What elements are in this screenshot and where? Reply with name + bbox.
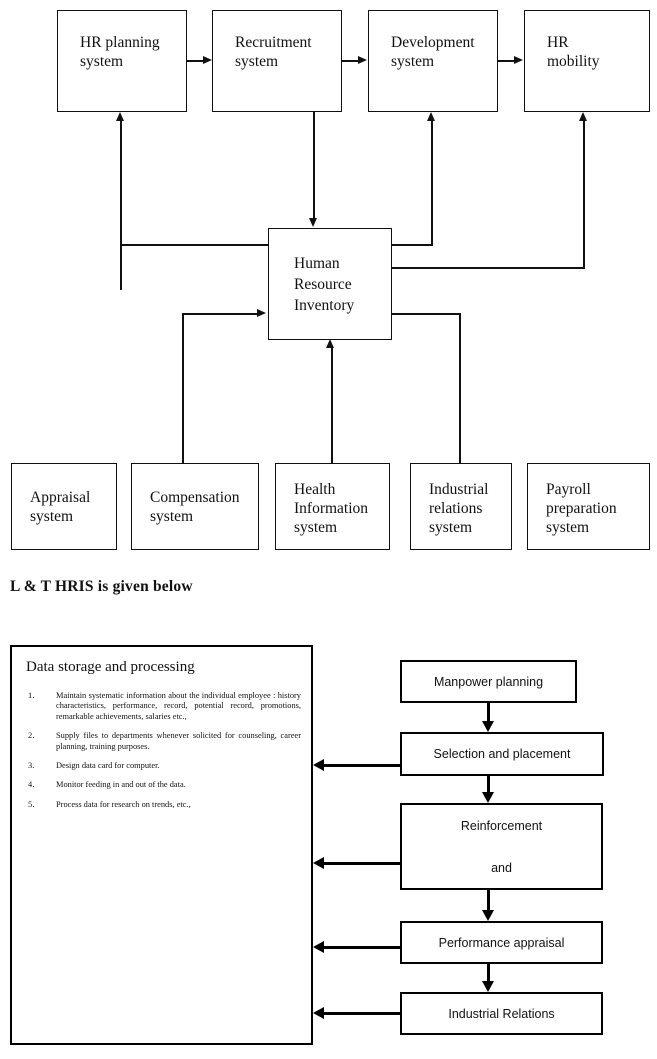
connector-performance-to-databox xyxy=(322,946,402,949)
box-label: HR mobility xyxy=(547,34,600,70)
box-label: Performance appraisal xyxy=(438,935,565,950)
box-development-system: Development system xyxy=(368,10,498,112)
arrowhead-up xyxy=(579,112,587,121)
box-label: Industrial Relations xyxy=(448,1006,555,1021)
arrowhead-right xyxy=(257,309,266,317)
box-label: Industrial relations system xyxy=(429,481,489,536)
box-label: Selection and placement xyxy=(433,747,571,761)
connector-inventory-to-development-vertical xyxy=(431,121,433,245)
box-compensation-system: Compensation system xyxy=(131,463,259,550)
arrowhead-up xyxy=(427,112,435,121)
connector-development-to-mobility xyxy=(498,60,515,62)
connector-industrial-to-databox xyxy=(322,1012,402,1015)
list-item-text: Monitor feeding in and out of the data. xyxy=(56,780,186,790)
list-item-number: 5. xyxy=(28,799,35,809)
arrowhead-down xyxy=(482,792,494,803)
arrowhead-left xyxy=(313,1007,324,1019)
arrowhead-up xyxy=(116,112,124,121)
box-industrial-relations-flow: Industrial Relations xyxy=(400,992,603,1035)
arrowhead-right xyxy=(514,56,523,64)
connector-reinforcement-to-databox xyxy=(322,862,402,865)
connector-inventory-to-planning-horizontal xyxy=(120,244,269,246)
arrowhead-left xyxy=(313,759,324,771)
connector-compensation-horizontal xyxy=(182,313,258,315)
box-selection-and-placement: Selection and placement xyxy=(400,732,604,776)
connector-planning-to-recruitment xyxy=(187,60,204,62)
arrowhead-down xyxy=(482,721,494,732)
box-human-resource-inventory: Human Resource Inventory xyxy=(268,228,392,340)
connector-recruitment-to-inventory xyxy=(313,112,315,219)
connector-recruitment-to-development xyxy=(342,60,359,62)
arrowhead-left xyxy=(313,857,324,869)
connector-inventory-to-development-horizontal xyxy=(391,244,433,246)
connector-inventory-to-mobility-vertical xyxy=(583,121,585,269)
list-item-text: Process data for research on trends, etc… xyxy=(56,799,191,809)
connector-manpower-to-selection xyxy=(487,703,490,722)
box-label: Health Information system xyxy=(294,481,369,536)
box-label: Development system xyxy=(391,34,475,70)
list-item: 5. Process data for research on trends, … xyxy=(26,800,301,810)
data-box-list: 1. Maintain systematic information about… xyxy=(26,691,301,819)
connector-performance-to-industrial xyxy=(487,964,490,981)
connector-health-to-inventory xyxy=(331,348,333,464)
arrowhead-left xyxy=(313,941,324,953)
connector-compensation-vertical xyxy=(182,313,184,464)
box-label: Payroll preparation system xyxy=(546,481,617,536)
box-appraisal-system: Appraisal system xyxy=(11,463,117,550)
connector-selection-to-reinforcement xyxy=(487,776,490,793)
data-box-title: Data storage and processing xyxy=(26,659,195,675)
list-item-number: 2. xyxy=(28,731,35,741)
list-item-text: Supply files to departments whenever sol… xyxy=(56,731,301,751)
arrowhead-right xyxy=(358,56,367,64)
box-hr-planning-system: HR planning system xyxy=(57,10,187,112)
list-item-number: 3. xyxy=(28,761,35,771)
arrowhead-down xyxy=(309,218,317,227)
box-health-information-system: Health Information system xyxy=(275,463,390,550)
arrowhead-right xyxy=(203,56,212,64)
box-industrial-relations-system: Industrial relations system xyxy=(410,463,512,550)
box-label: Manpower planning xyxy=(433,674,544,689)
box-label: Human Resource Inventory xyxy=(294,255,355,314)
list-item-text: Maintain systematic information about th… xyxy=(56,691,301,721)
box-data-storage-and-processing: Data storage and processing 1. Maintain … xyxy=(10,645,313,1045)
connector-industrial-horizontal xyxy=(391,313,461,315)
connector-inventory-to-mobility-horizontal xyxy=(391,267,584,269)
box-reinforcement-and: Reinforcement and xyxy=(400,803,603,890)
box-performance-appraisal: Performance appraisal xyxy=(400,921,603,964)
box-recruitment-system: Recruitment system xyxy=(212,10,342,112)
box-label: Compensation system xyxy=(150,489,240,525)
arrowhead-up xyxy=(326,339,334,348)
list-item: 3. Design data card for computer. xyxy=(26,761,301,771)
box-label: Reinforcement and xyxy=(460,818,543,875)
list-item-text: Design data card for computer. xyxy=(56,761,160,771)
arrowhead-down xyxy=(482,981,494,992)
list-item: 4. Monitor feeding in and out of the dat… xyxy=(26,780,301,790)
box-manpower-planning: Manpower planning xyxy=(400,660,577,703)
arrowhead-down xyxy=(482,910,494,921)
box-hr-mobility: HR mobility xyxy=(524,10,650,112)
box-label: Recruitment system xyxy=(235,34,312,70)
list-item: 1. Maintain systematic information about… xyxy=(26,691,301,722)
list-item: 2. Supply files to departments whenever … xyxy=(26,731,301,752)
section-caption: L & T HRIS is given below xyxy=(10,578,193,595)
connector-industrial-vertical xyxy=(459,313,461,464)
box-label: Appraisal system xyxy=(30,489,91,525)
box-payroll-preparation-system: Payroll preparation system xyxy=(527,463,650,550)
list-item-number: 1. xyxy=(28,691,35,700)
connector-inventory-to-planning-vertical xyxy=(120,121,122,290)
connector-selection-to-databox xyxy=(322,764,402,767)
box-label: HR planning system xyxy=(80,34,160,70)
list-item-number: 4. xyxy=(28,780,35,790)
connector-reinforcement-to-performance xyxy=(487,890,490,910)
